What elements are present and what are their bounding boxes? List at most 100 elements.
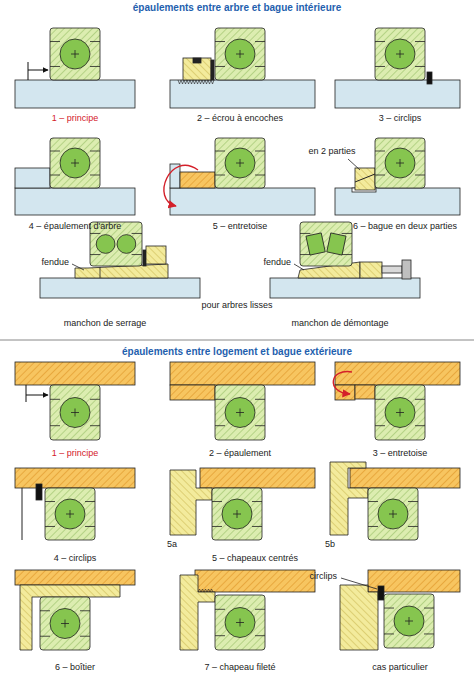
cartridge-housing xyxy=(20,585,120,650)
ball-center xyxy=(400,159,401,167)
figure-caption: manchon de serrage xyxy=(63,318,148,329)
centred-cover xyxy=(330,462,368,535)
ring-edge xyxy=(90,41,100,42)
bearing-ring xyxy=(50,28,100,80)
shaft xyxy=(170,188,315,215)
ring-edge xyxy=(424,633,434,634)
thread xyxy=(198,589,213,592)
housing xyxy=(15,362,135,385)
ball-center xyxy=(393,510,394,518)
part-label: 5a xyxy=(166,539,178,550)
part-label: circlips xyxy=(308,571,338,582)
ring-edge xyxy=(85,501,95,502)
ring-edge xyxy=(50,425,60,426)
figure-caption: manchon de démontage xyxy=(290,318,389,329)
ring-edge xyxy=(415,151,425,152)
ring-edge xyxy=(215,66,225,67)
shaft xyxy=(270,278,420,298)
ring-edge xyxy=(215,635,225,636)
ball-center xyxy=(400,50,401,58)
ring-edge xyxy=(408,501,418,502)
bearing-ring xyxy=(50,138,100,188)
ball xyxy=(222,499,252,529)
ring-edge xyxy=(132,233,142,234)
red-arrow xyxy=(164,165,198,206)
split-line xyxy=(355,174,375,182)
nut-notch xyxy=(193,58,201,63)
ring-edge xyxy=(415,41,425,42)
bearing-ring xyxy=(45,488,95,540)
bearing-ring xyxy=(50,385,100,440)
bearing-ring xyxy=(215,595,265,650)
ring-edge xyxy=(215,175,225,176)
ball xyxy=(96,235,115,254)
shaft xyxy=(15,188,135,215)
ring-edge xyxy=(384,608,394,609)
ring-edge xyxy=(80,636,90,637)
ring-edge xyxy=(384,633,394,634)
ring-edge xyxy=(45,526,55,527)
split-ring xyxy=(355,168,375,190)
datum-arrow xyxy=(26,395,48,396)
figure-caption: 1 – principe xyxy=(51,448,100,459)
figure-caption: 4 – circlips xyxy=(53,553,98,564)
ring-edge xyxy=(424,608,434,609)
bearing-ring xyxy=(40,597,90,650)
figure-caption: 5 – chapeaux centrés xyxy=(211,553,299,564)
housing-shoulder xyxy=(170,385,215,400)
ring-edge xyxy=(255,609,265,610)
ring-edge xyxy=(255,151,265,152)
ring-edge xyxy=(40,636,50,637)
spacer xyxy=(355,385,375,399)
leader-line xyxy=(348,159,360,170)
housing-shoulder xyxy=(335,385,355,400)
ball xyxy=(225,608,255,638)
ring-edge xyxy=(300,254,310,255)
ring-edge xyxy=(90,66,100,67)
figure-caption: 3 – entretoise xyxy=(372,448,429,459)
datum-arrow xyxy=(28,70,48,71)
shaft xyxy=(40,278,200,298)
ring-edge xyxy=(215,41,225,42)
ball xyxy=(117,235,136,254)
ring-edge xyxy=(50,66,60,67)
ring-edge xyxy=(50,41,60,42)
ring-edge xyxy=(215,425,225,426)
housing xyxy=(15,570,135,585)
housing xyxy=(335,362,460,385)
figure-caption: 4 – épaulement d'arbre xyxy=(28,221,122,232)
part-label: en 2 parties xyxy=(307,146,356,157)
housing xyxy=(350,468,460,488)
ring-edge xyxy=(90,254,100,255)
ball xyxy=(385,39,415,69)
bolt xyxy=(382,266,402,273)
locknut xyxy=(146,246,166,264)
figure-caption: 5 – entretoise xyxy=(212,221,269,232)
part-label: 5b xyxy=(324,539,336,550)
ring-edge xyxy=(408,526,418,527)
ball-center xyxy=(409,617,410,625)
ring-edge xyxy=(45,501,55,502)
ring-edge xyxy=(252,501,262,502)
figure-caption: 2 – écrou à encoches xyxy=(196,113,284,124)
datum-tick xyxy=(28,62,29,80)
ring-edge xyxy=(212,526,222,527)
figure-caption: 7 – chapeau fileté xyxy=(203,662,276,673)
nut xyxy=(360,262,382,278)
ball-center xyxy=(75,50,76,58)
ball-center xyxy=(400,409,401,417)
sleeve-slit xyxy=(100,267,101,278)
ball xyxy=(225,398,255,428)
bearing-ring xyxy=(300,222,352,266)
ball xyxy=(225,39,255,69)
ring-edge xyxy=(375,66,385,67)
housing xyxy=(195,570,315,592)
bearing-ring xyxy=(384,594,434,648)
ring-edge xyxy=(215,609,225,610)
ball xyxy=(385,148,415,178)
bearing-ring xyxy=(215,138,265,188)
figure-caption: pour arbres lisses xyxy=(200,300,273,311)
figure-caption: cas particulier xyxy=(371,662,429,673)
ball-center xyxy=(237,510,238,518)
red-arrow xyxy=(333,372,352,394)
